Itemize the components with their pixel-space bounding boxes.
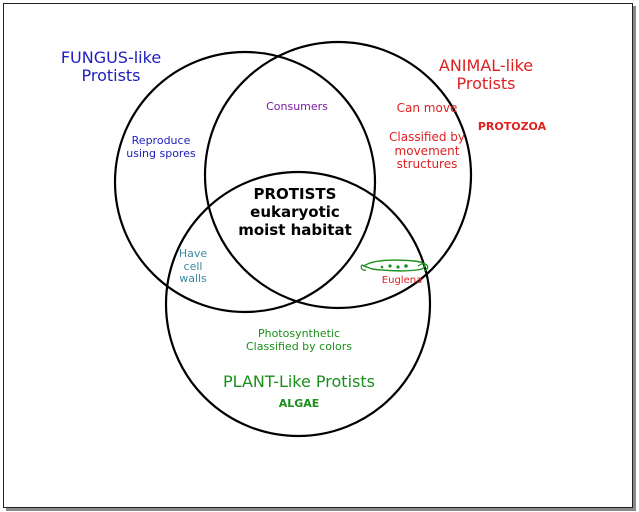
fungus-text-line1: Reproduce — [131, 134, 191, 147]
euglena-icon — [360, 259, 429, 272]
animal-text-line4: structures — [396, 157, 458, 172]
plant-region-text: Photosynthetic Classified by colors — [224, 327, 374, 353]
slide-frame — [3, 3, 633, 508]
euglena-label: Euglena — [381, 275, 423, 286]
fungus-title: FUNGUS-like Protists — [52, 48, 170, 86]
fungus-title-line2: Protists — [81, 66, 141, 86]
center-line3: moist habitat — [238, 221, 352, 239]
center-text: PROTISTS eukaryotic moist habitat — [230, 185, 360, 239]
center-line1: PROTISTS — [253, 185, 337, 203]
animal-subtitle: PROTOZOA — [477, 120, 547, 133]
plant-title: PLANT-Like Protists — [223, 372, 375, 391]
animal-text-line2: Classified by — [389, 129, 465, 144]
fungus-plant-overlap-text: Have cell walls — [168, 247, 218, 286]
plant-circle — [164, 170, 432, 438]
animal-text-line1: Can move — [396, 101, 458, 115]
animal-text-line3: movement — [394, 143, 460, 158]
fungus-text-line2: using spores — [126, 146, 196, 160]
plant-subtitle: ALGAE — [278, 397, 320, 410]
animal-title: ANIMAL-like Protists — [431, 56, 541, 94]
fungus-plant-line1: Have — [178, 247, 208, 260]
fungus-region-text: Reproduce using spores — [111, 134, 211, 160]
fungus-plant-line2: cell — [183, 259, 203, 273]
animal-title-line1: ANIMAL-like — [438, 56, 534, 75]
fungus-title-line1: FUNGUS-like — [60, 48, 162, 67]
fungus-circle — [113, 50, 377, 314]
plant-text-line1: Photosynthetic — [257, 327, 341, 340]
center-line2: eukaryotic — [250, 203, 340, 221]
plant-text-line2: Classified by colors — [246, 339, 352, 353]
animal-region-text: Can move Classified by movement structur… — [376, 101, 478, 172]
animal-title-line2: Protists — [456, 74, 516, 94]
fungus-plant-line3: walls — [179, 272, 207, 286]
animal-circle — [203, 40, 473, 310]
fungus-animal-overlap-text: Consumers — [266, 100, 328, 113]
